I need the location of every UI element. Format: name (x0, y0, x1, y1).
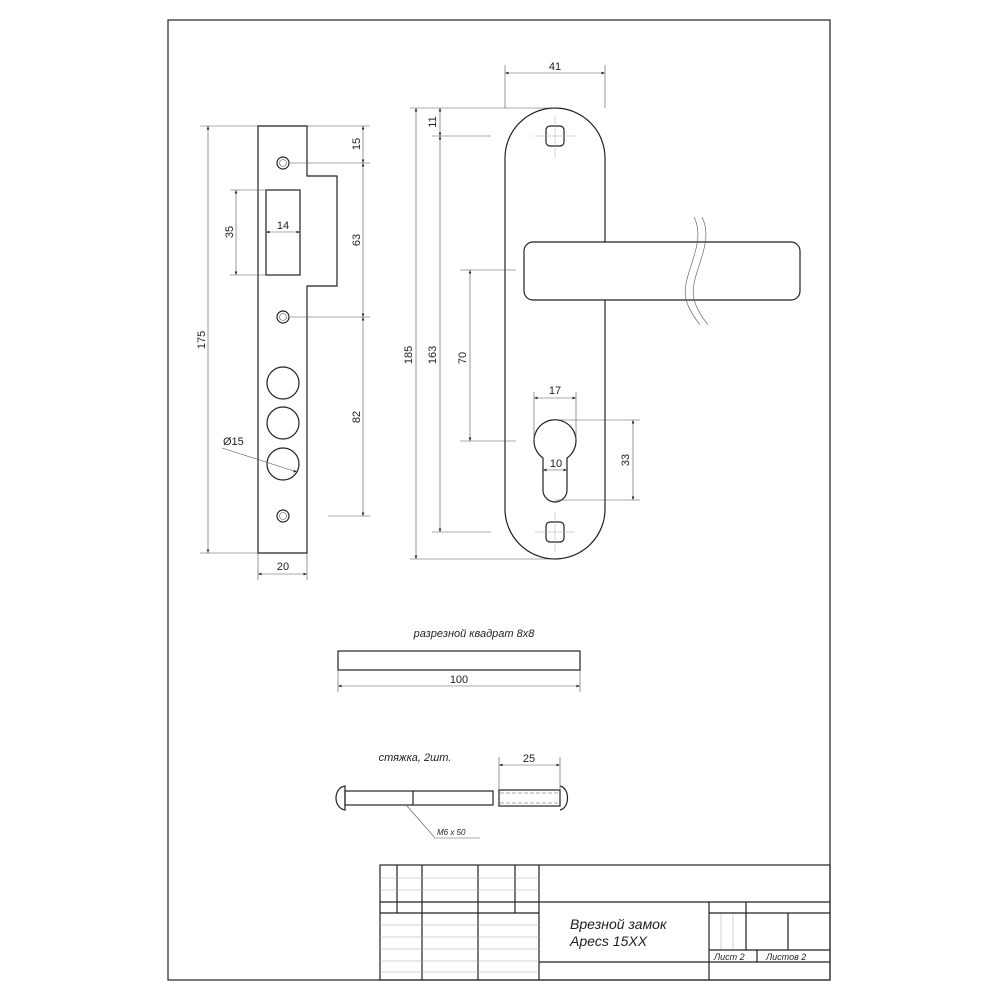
break-line (684, 216, 701, 326)
dim-100: 100 (450, 674, 468, 686)
dim-175: 175 (196, 331, 208, 349)
dim-10: 10 (550, 458, 562, 470)
connecting-screw: стяжка, 2шт. 25 M6 x 50 (335, 752, 569, 839)
square-bar: разрезной квадрат 8x8 100 (337, 628, 581, 692)
sheet-number: Лист 2 (713, 952, 745, 962)
bolt-holes (266, 366, 300, 481)
dim-11: 11 (427, 116, 439, 127)
dim-185: 185 (403, 346, 415, 364)
drawing-frame (167, 19, 831, 981)
strike-plate: 175 15 63 82 35 14 20 Ø15 (196, 125, 370, 580)
dim-25: 25 (523, 753, 535, 765)
dim-15: 15 (351, 138, 363, 150)
title-block: Врезной замок Apecs 15XX Лист 2 Листов 2 (379, 864, 831, 981)
dim-70: 70 (457, 352, 469, 364)
lever-handle (523, 241, 801, 301)
screw-label: стяжка, 2шт. (379, 752, 452, 764)
dim-20: 20 (277, 561, 289, 573)
square-bar-label: разрезной квадрат 8x8 (413, 628, 536, 640)
dim-35: 35 (224, 226, 236, 238)
dim-17: 17 (549, 385, 561, 397)
latch-slot (265, 189, 301, 276)
title-line-1: Врезной замок (570, 916, 668, 932)
cylinder-cutout (533, 419, 577, 503)
screw-spec: M6 x 50 (437, 828, 466, 837)
screw-holes (276, 156, 290, 523)
dim-63: 63 (351, 234, 363, 246)
dim-41: 41 (549, 61, 561, 73)
dim-33: 33 (620, 454, 632, 466)
handle-plate: 41 185 11 163 70 17 10 33 (403, 61, 801, 560)
dim-14: 14 (277, 220, 289, 232)
dim-82: 82 (351, 411, 363, 423)
dim-diameter-15: Ø15 (223, 436, 244, 448)
sheets-total: Листов 2 (765, 952, 806, 962)
dim-163: 163 (427, 346, 439, 364)
title-line-2: Apecs 15XX (569, 933, 648, 949)
